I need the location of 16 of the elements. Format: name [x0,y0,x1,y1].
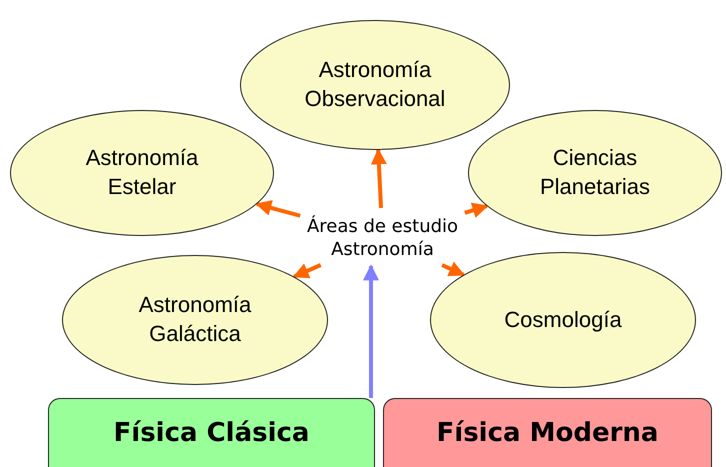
arrow [464,202,488,218]
node-text: Astronomía Galáctica [138,291,252,348]
category-box [48,398,375,467]
node-text: Astronomía Estelar [84,144,200,201]
arrow [363,264,379,398]
arrow [370,148,387,208]
node-text: Cosmología [504,306,622,334]
arrow [292,263,322,278]
node-text: Astronomía Observacional [304,56,446,113]
category-box [383,398,712,467]
node-text: Física Clásica [114,418,310,448]
arrow [255,200,301,218]
node-text: Física Moderna [436,418,658,448]
node-text: Áreas de estudio Astronomía [306,214,460,262]
arrow [441,262,466,277]
node-text: Ciencias Planetarias [538,144,652,201]
